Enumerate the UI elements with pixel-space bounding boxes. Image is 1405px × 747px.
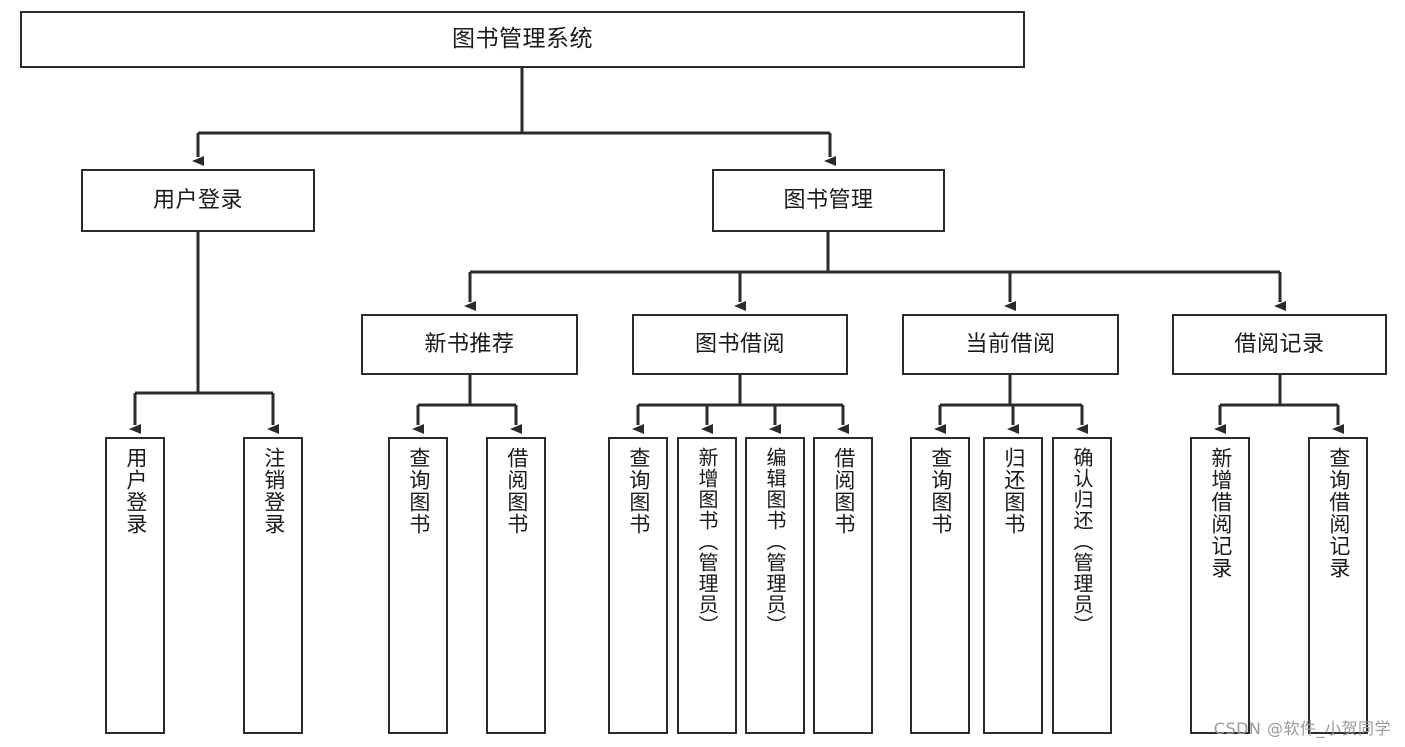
node-new-book-rec[interactable]: 新书推荐 — [361, 314, 578, 375]
leaf-user-logout[interactable]: 注销登录 — [243, 437, 303, 734]
node-current-borrow[interactable]: 当前借阅 — [902, 314, 1119, 375]
node-book-borrow-label: 图书借阅 — [694, 331, 785, 357]
leaf-borrow-edit-book[interactable]: 编辑图书（管理员） — [745, 437, 805, 734]
node-book-borrow[interactable]: 图书借阅 — [632, 314, 848, 375]
leaf-user-login[interactable]: 用户登录 — [105, 437, 165, 734]
leaf-borrow-query-book[interactable]: 查询图书 — [608, 437, 668, 734]
leaf-rec-query-book[interactable]: 查询图书 — [388, 437, 448, 734]
leaf-record-add[interactable]: 新增借阅记录 — [1190, 437, 1250, 734]
leaf-rec-query-book-label: 查询图书 — [406, 447, 431, 535]
leaf-borrow-edit-book-label: 编辑图书（管理员） — [763, 447, 787, 636]
leaf-record-query-label: 查询借阅记录 — [1326, 447, 1351, 579]
node-user-login-label: 用户登录 — [152, 187, 243, 213]
node-user-login[interactable]: 用户登录 — [81, 169, 315, 232]
leaf-rec-borrow-book[interactable]: 借阅图书 — [486, 437, 546, 734]
watermark-text: CSDN @软件_小贺同学 — [1213, 719, 1391, 738]
leaf-current-return-book[interactable]: 归还图书 — [983, 437, 1043, 734]
node-root-label: 图书管理系统 — [452, 26, 593, 53]
node-new-book-rec-label: 新书推荐 — [424, 331, 515, 357]
leaf-borrow-add-book[interactable]: 新增图书（管理员） — [677, 437, 737, 734]
leaf-current-confirm-return-label: 确认归还（管理员） — [1070, 447, 1094, 636]
node-book-manage-label: 图书管理 — [783, 187, 874, 213]
leaf-current-return-book-label: 归还图书 — [1001, 447, 1026, 535]
leaf-borrow-lend-book-label: 借阅图书 — [831, 447, 856, 535]
leaf-current-query-book[interactable]: 查询图书 — [910, 437, 970, 734]
leaf-borrow-query-book-label: 查询图书 — [626, 447, 651, 535]
leaf-borrow-lend-book[interactable]: 借阅图书 — [813, 437, 873, 734]
node-current-borrow-label: 当前借阅 — [965, 331, 1056, 357]
node-root[interactable]: 图书管理系统 — [20, 11, 1025, 68]
leaf-current-confirm-return[interactable]: 确认归还（管理员） — [1052, 437, 1112, 734]
node-borrow-record-label: 借阅记录 — [1234, 331, 1325, 357]
leaf-current-query-book-label: 查询图书 — [928, 447, 953, 535]
leaf-borrow-add-book-label: 新增图书（管理员） — [695, 447, 719, 636]
node-book-manage[interactable]: 图书管理 — [712, 169, 945, 232]
node-borrow-record[interactable]: 借阅记录 — [1172, 314, 1387, 375]
leaf-record-query[interactable]: 查询借阅记录 — [1308, 437, 1368, 734]
leaf-rec-borrow-book-label: 借阅图书 — [504, 447, 529, 535]
leaf-user-login-label: 用户登录 — [123, 447, 148, 535]
leaf-user-logout-label: 注销登录 — [261, 447, 286, 535]
leaf-record-add-label: 新增借阅记录 — [1208, 447, 1233, 579]
